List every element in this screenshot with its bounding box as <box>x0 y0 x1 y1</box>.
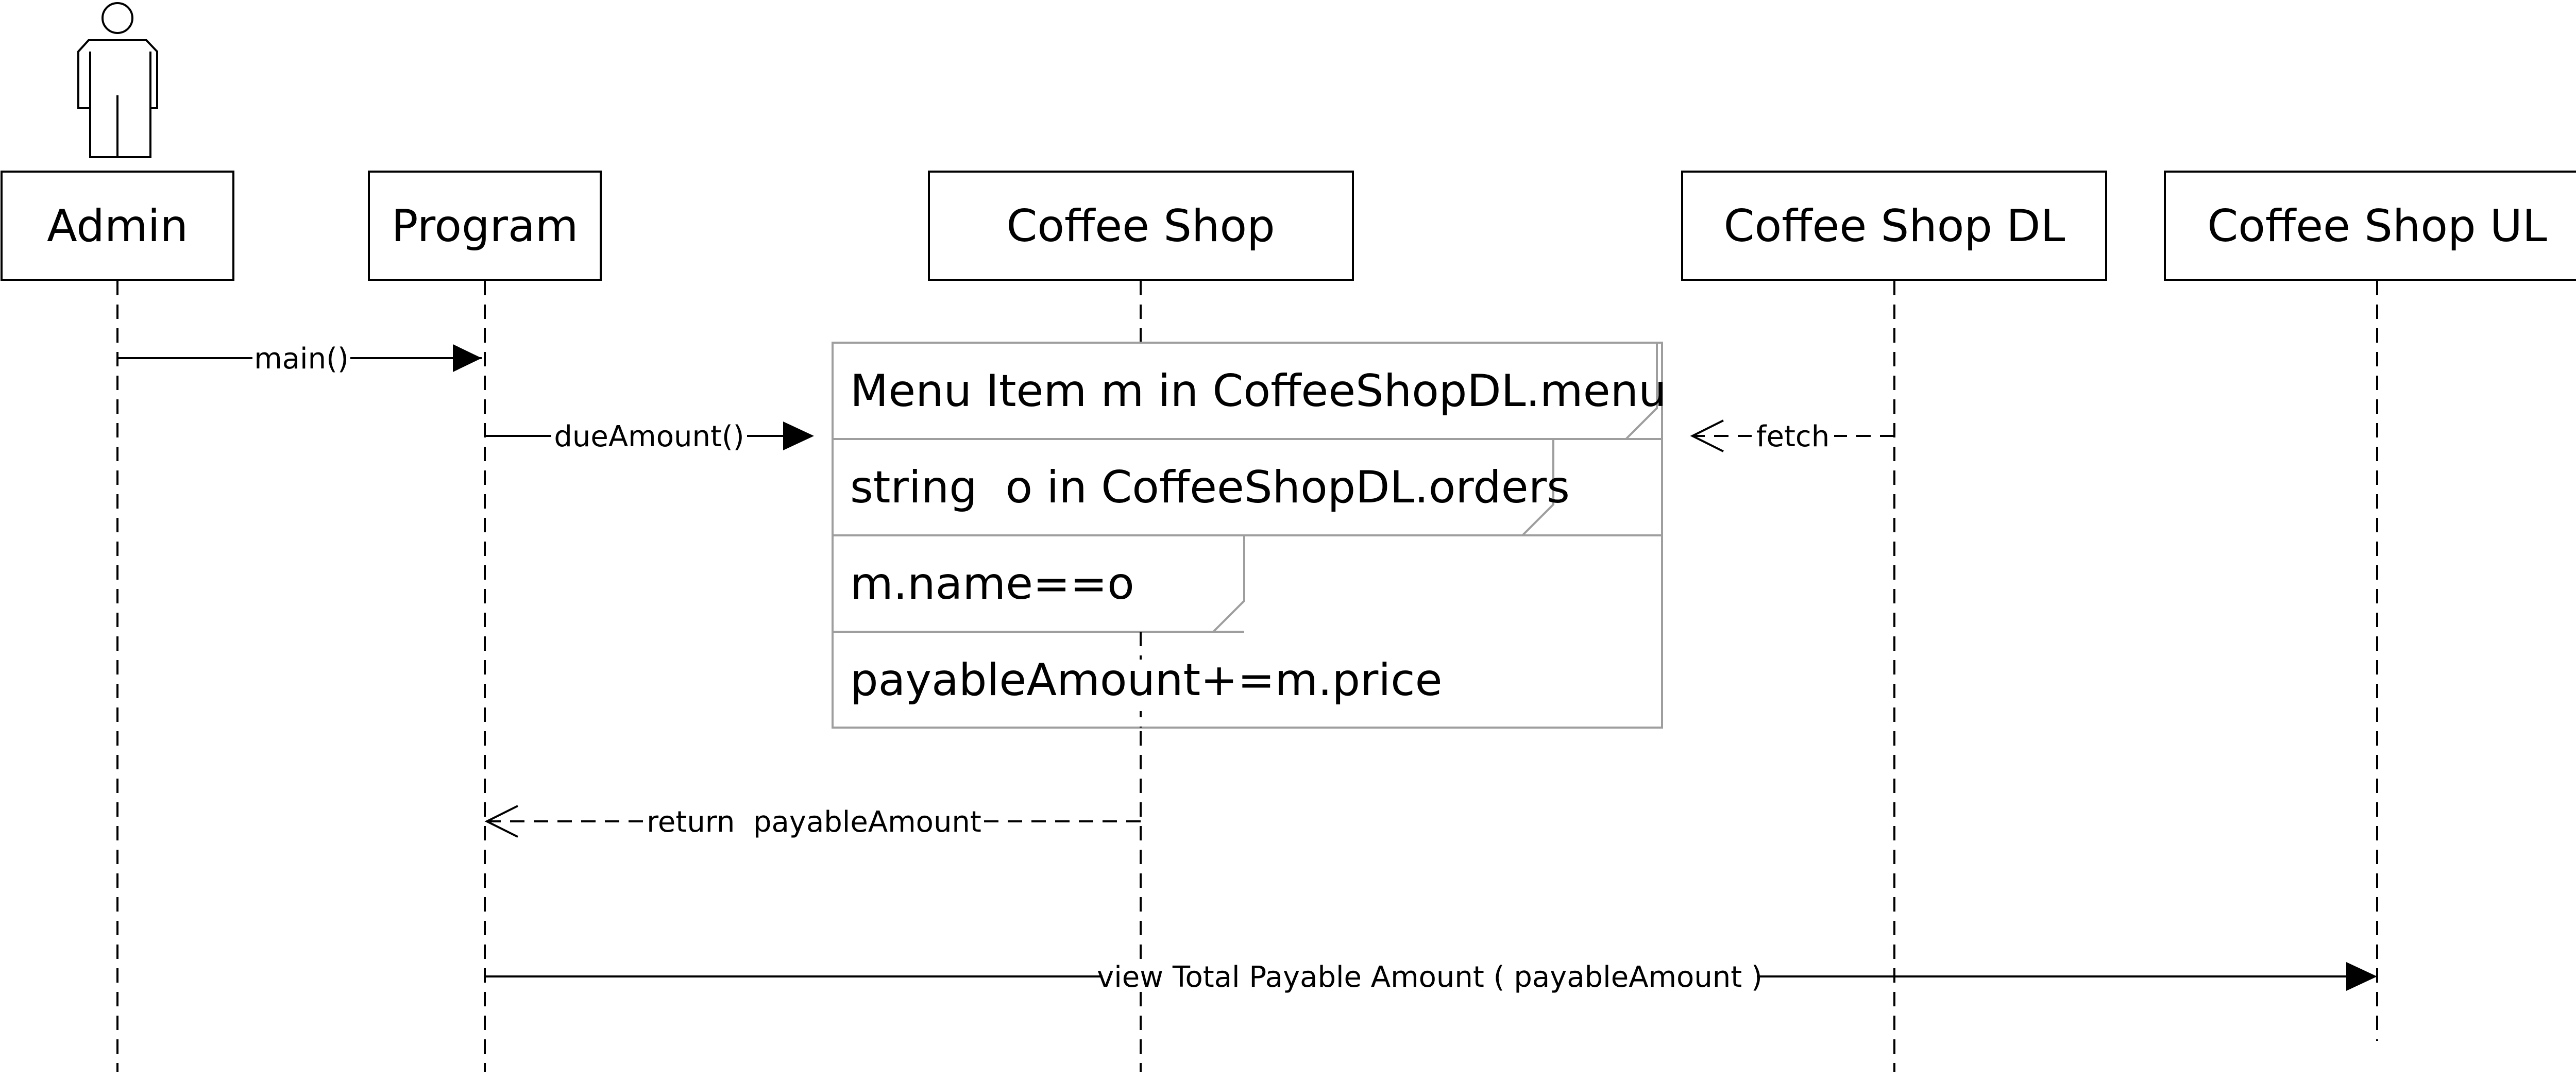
lifeline-head-admin: Admin <box>1 171 234 281</box>
lifeline-head-program: Program <box>368 171 602 281</box>
message-label-return-payable: return payableAmount <box>647 805 981 839</box>
message-main: main() <box>117 342 482 376</box>
message-fetch: fetch <box>1690 419 1894 453</box>
lifeline-label-coffee-shop: Coffee Shop <box>1006 200 1275 252</box>
fragment-tab-cond <box>1212 535 1245 633</box>
lifeline-label-admin: Admin <box>47 200 188 252</box>
fragment-label-orders: string o in CoffeeShopDL.orders <box>850 462 1570 513</box>
admin-actor-icon <box>77 2 158 158</box>
lifeline-head-coffee-shop-ul: Coffee Shop UL <box>2164 171 2576 281</box>
message-label-fetch: fetch <box>1756 420 1829 453</box>
fragment-group <box>832 342 1663 729</box>
lifeline-label-program: Program <box>392 200 579 252</box>
message-label-main: main() <box>254 342 349 376</box>
lifeline-head-coffee-shop-dl: Coffee Shop DL <box>1681 171 2107 281</box>
lifeline-label-coffee-shop-dl: Coffee Shop DL <box>1724 200 2065 252</box>
fragment-label-menu: Menu Item m in CoffeeShopDL.menu <box>850 365 1667 417</box>
fragment-tab-menu <box>1625 343 1658 440</box>
message-label-view-total: view Total Payable Amount ( payableAmoun… <box>1097 960 1762 994</box>
lifeline-head-coffee-shop: Coffee Shop <box>928 171 1354 281</box>
lifeline-label-coffee-shop-ul: Coffee Shop UL <box>2207 200 2547 252</box>
fragment-label-action: payableAmount+=m.price <box>850 654 1443 706</box>
message-view-total: view Total Payable Amount ( payableAmoun… <box>485 960 2377 994</box>
fragment-tab-orders <box>1521 439 1554 536</box>
message-label-due-amount: dueAmount() <box>554 420 744 453</box>
message-return-payable: return payableAmount <box>484 805 1141 839</box>
message-due-amount: dueAmount() <box>485 420 814 453</box>
fragment-label-cond: m.name==o <box>850 558 1134 610</box>
